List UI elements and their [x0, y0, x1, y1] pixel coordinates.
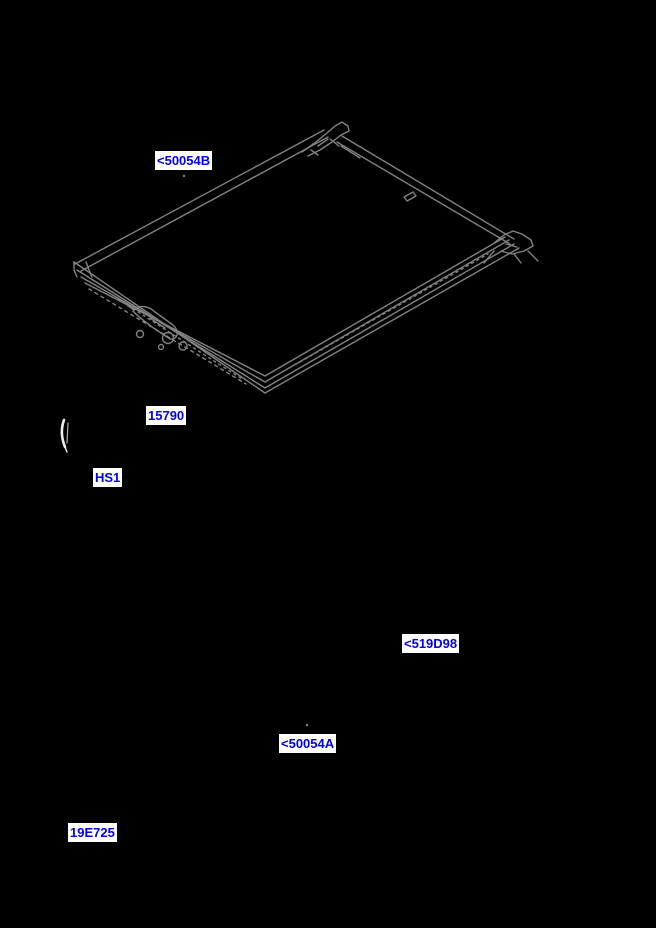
- frame-rear-edge: [336, 135, 515, 245]
- corner-bracket-top: [301, 121, 361, 159]
- frame-wireframe: [73, 121, 539, 727]
- screw-icon: [60, 418, 69, 453]
- frame-front-track: [73, 236, 520, 394]
- motor-assembly: [126, 304, 188, 351]
- part-label-50054A[interactable]: <50054A: [279, 734, 337, 753]
- part-label-HS1[interactable]: HS1: [93, 468, 123, 487]
- part-label-50054B[interactable]: <50054B: [155, 151, 213, 170]
- part-label-519D98[interactable]: <519D98: [402, 634, 460, 653]
- frame-left-edge: [74, 129, 329, 272]
- frame-left-corner: [73, 261, 93, 278]
- part-label-19E725[interactable]: 19E725: [68, 823, 117, 842]
- corner-bracket-right: [483, 230, 539, 264]
- part-label-15790[interactable]: 15790: [146, 406, 187, 425]
- leader-dots: [182, 174, 309, 727]
